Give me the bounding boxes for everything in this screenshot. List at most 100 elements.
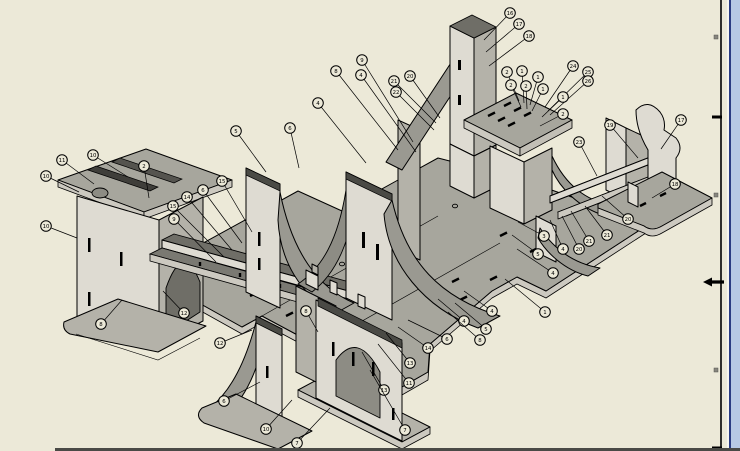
balloon-13[interactable]: 13	[385, 332, 416, 369]
cursor-arrow-icon	[703, 277, 724, 287]
balloon-21[interactable]: 21	[570, 210, 595, 247]
balloon-21[interactable]: 21	[388, 75, 437, 124]
svg-text:14: 14	[184, 195, 191, 201]
balloon-19[interactable]: 19	[604, 119, 639, 159]
balloon-5[interactable]: 5	[454, 302, 492, 335]
svg-text:7: 7	[295, 441, 298, 447]
svg-text:2: 2	[509, 83, 512, 89]
svg-text:11: 11	[406, 381, 413, 387]
deck-hole	[338, 261, 346, 267]
balloon-8[interactable]: 8	[330, 65, 399, 151]
balloon-17[interactable]: 17	[485, 18, 525, 53]
balloon-6[interactable]: 6	[197, 184, 243, 244]
balloon-25[interactable]: 25	[547, 66, 594, 112]
left-tower[interactable]	[57, 148, 233, 361]
tower-speaker-hole	[91, 187, 109, 199]
svg-text:20: 20	[407, 74, 414, 80]
balloon-5[interactable]: 5	[230, 125, 267, 173]
balloon-10[interactable]: 10	[40, 170, 80, 193]
balloon-6[interactable]: 6	[407, 319, 453, 345]
balloon-20[interactable]: 20	[601, 195, 634, 225]
deck-jig[interactable]	[305, 263, 319, 291]
deck-hole	[451, 203, 459, 209]
balloon-18[interactable]: 18	[488, 30, 535, 67]
balloon-11[interactable]: 11	[56, 154, 95, 185]
svg-text:4: 4	[316, 101, 320, 107]
window-edge-line	[729, 0, 731, 451]
svg-text:4: 4	[551, 271, 555, 277]
balloon-7[interactable]: 7	[369, 369, 411, 436]
balloon-4[interactable]: 4	[549, 219, 569, 255]
svg-text:26: 26	[585, 79, 592, 85]
balloon-4[interactable]: 4	[463, 290, 498, 317]
balloon-26[interactable]: 26	[549, 75, 594, 116]
balloon-4[interactable]: 4	[516, 248, 559, 279]
balloon-15[interactable]: 15	[167, 200, 225, 258]
svg-text:2: 2	[142, 164, 145, 170]
svg-text:21: 21	[604, 233, 611, 239]
balloon-14[interactable]: 14	[397, 326, 434, 354]
balloon-1[interactable]: 1	[529, 71, 544, 106]
balloon-6[interactable]: 6	[284, 122, 300, 169]
balloon-2[interactable]: 2	[539, 108, 569, 127]
balloon-12[interactable]: 12	[214, 329, 253, 349]
bottom-window-border	[55, 448, 740, 451]
balloon-1[interactable]: 1	[516, 65, 528, 104]
balloon-6[interactable]: 6	[218, 381, 261, 407]
balloon-4[interactable]: 4	[312, 97, 367, 164]
balloon-9[interactable]: 9	[356, 54, 414, 143]
svg-text:15: 15	[170, 204, 177, 210]
balloon-10[interactable]: 10	[87, 149, 129, 178]
svg-text:12: 12	[217, 341, 224, 347]
balloon-8[interactable]: 8	[300, 305, 319, 333]
balloon-10[interactable]: 10	[40, 220, 78, 239]
balloon-23[interactable]: 23	[573, 136, 598, 177]
balloon-22[interactable]: 22	[390, 86, 435, 131]
balloon-17[interactable]: 17	[660, 114, 687, 150]
svg-text:23: 23	[576, 140, 583, 146]
balloon-2[interactable]: 2	[520, 80, 532, 110]
balloon-1[interactable]: 1	[504, 278, 551, 318]
gusset-slot	[266, 366, 269, 378]
balloon-9[interactable]: 9	[168, 213, 217, 263]
bracket-slot	[392, 408, 395, 420]
balloon-24[interactable]: 24	[544, 60, 579, 108]
bottom-bracket[interactable]	[295, 279, 431, 450]
balloon-1[interactable]: 1	[541, 91, 569, 118]
balloon-16[interactable]: 16	[483, 7, 516, 41]
svg-text:12: 12	[181, 311, 188, 317]
balloon-2[interactable]: 2	[505, 79, 522, 108]
balloon-3[interactable]: 3	[517, 221, 550, 242]
svg-text:2: 2	[524, 84, 527, 90]
balloon-14[interactable]: 14	[181, 191, 233, 251]
svg-text:20: 20	[625, 217, 632, 223]
balloon-11[interactable]: 11	[377, 343, 415, 389]
balloon-12[interactable]: 12	[162, 290, 190, 319]
balloon-2[interactable]: 2	[138, 160, 150, 199]
bottomleft-gusset[interactable]	[198, 315, 313, 450]
balloon-8[interactable]: 8	[95, 299, 123, 330]
balloon-1[interactable]: 1	[531, 83, 549, 112]
balloon-5[interactable]: 5	[511, 234, 544, 260]
balloon-18[interactable]: 18	[651, 178, 681, 199]
sheet-edge-rail[interactable]	[703, 0, 724, 451]
balloon-2[interactable]: 2	[501, 66, 520, 102]
balloon-15[interactable]: 15	[216, 175, 253, 233]
svg-text:5: 5	[484, 327, 487, 333]
svg-text:1: 1	[520, 69, 523, 75]
bracket-slot	[332, 342, 335, 356]
svg-text:1: 1	[561, 95, 564, 101]
top-mast[interactable]	[385, 14, 497, 199]
balloon-21[interactable]: 21	[584, 205, 613, 241]
balloon-10[interactable]: 10	[260, 399, 293, 435]
balloon-8[interactable]: 8	[447, 311, 486, 346]
svg-text:18: 18	[526, 34, 533, 40]
balloon-20[interactable]: 20	[561, 215, 585, 255]
balloon-4[interactable]: 4	[355, 69, 417, 153]
balloon-13[interactable]: 13	[361, 351, 390, 396]
rail-tick-dot	[713, 192, 719, 198]
balloon-20[interactable]: 20	[404, 70, 441, 119]
